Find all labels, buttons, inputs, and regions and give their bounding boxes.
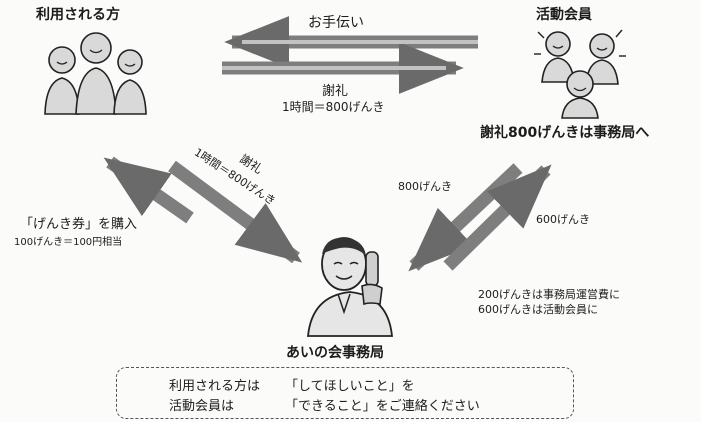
thanks-label: 謝礼 bbox=[322, 84, 349, 99]
users-group-illustration bbox=[44, 32, 147, 115]
office-label: あいの会事務局 bbox=[286, 345, 384, 361]
thanks-rate: 1時間＝800げんき bbox=[282, 100, 385, 114]
members-label: 活動会員 bbox=[536, 7, 592, 23]
to-office-label: 800げんき bbox=[398, 180, 452, 193]
split-line-2: 600げんきは活動会員に bbox=[478, 303, 598, 316]
users-label: 利用される方 bbox=[36, 7, 120, 23]
split-line-1: 200げんきは事務局運営費に bbox=[478, 288, 620, 301]
office-staff-illustration bbox=[307, 237, 393, 337]
purchase-rate: 100げんき＝100円相当 bbox=[14, 237, 123, 248]
purchase-arrow bbox=[103, 156, 194, 224]
notice-line2-role: 活動会員は bbox=[169, 399, 235, 414]
thanks-diagonal-arrow bbox=[168, 160, 303, 264]
notice-line1-role: 利用される方は bbox=[169, 379, 261, 394]
notice-line2-text: 「できること」をご連絡ください bbox=[285, 399, 480, 414]
to-member-label: 600げんき bbox=[536, 213, 590, 226]
notice-box: 利用される方は 「してほしいこと」を 活動会員は 「できること」をご連絡ください bbox=[116, 367, 574, 419]
thanks-to-office-label: 謝礼800げんきは事務局へ bbox=[480, 125, 650, 141]
purchase-label: 「げんき券」を購入 bbox=[20, 217, 138, 232]
members-group-illustration bbox=[534, 29, 626, 119]
notice-line1-text: 「してほしいこと」を bbox=[285, 379, 415, 394]
to-member-arrow bbox=[443, 164, 552, 271]
help-label: お手伝い bbox=[308, 15, 364, 31]
